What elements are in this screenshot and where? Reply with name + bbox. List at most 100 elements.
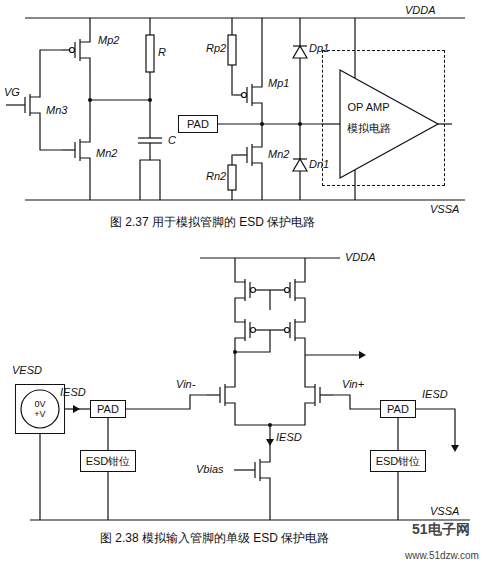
current-arrow	[451, 445, 459, 452]
pad-box: PAD	[380, 400, 416, 418]
signal-label: Rn2	[206, 170, 226, 182]
figure-caption: 图 2.37 用于模拟管脚的 ESD 保护电路	[110, 216, 315, 229]
pmos-symbol	[277, 270, 305, 310]
signal-label: Mn2	[96, 147, 117, 159]
wire-connector	[65, 408, 90, 409]
wire	[304, 350, 305, 375]
wire	[354, 18, 355, 78]
wire	[293, 158, 307, 159]
signal-label: Dp1	[309, 42, 329, 54]
wire	[138, 137, 162, 138]
pad-box: PAD	[178, 115, 218, 133]
node-text: PAD	[97, 403, 119, 416]
signal-label: IESD	[276, 431, 302, 443]
wire	[25, 199, 465, 200]
wire	[416, 409, 455, 445]
resistor-symbol	[228, 35, 236, 65]
watermark: 51电子网	[412, 522, 470, 537]
wire	[25, 17, 465, 18]
pmos-symbol	[277, 310, 305, 350]
signal-label: VDDA	[405, 4, 436, 16]
wire	[305, 354, 360, 355]
signal-label: Vin-	[176, 378, 195, 390]
pad-box: ESD钳位	[80, 450, 136, 472]
wire	[90, 99, 150, 100]
wire	[333, 395, 380, 409]
pmos-symbol	[234, 75, 262, 115]
current-arrow	[359, 351, 366, 359]
wire	[40, 50, 62, 85]
wire	[269, 425, 270, 450]
signal-label: Vbias	[196, 463, 224, 475]
wire	[354, 170, 355, 200]
wire	[234, 350, 235, 375]
wire	[30, 519, 470, 520]
esd-source: 0V+V	[15, 384, 65, 434]
current-arrow	[266, 439, 274, 446]
wire	[107, 472, 108, 520]
wire	[234, 258, 235, 270]
signal-label: Mn3	[46, 104, 67, 116]
wire	[269, 490, 270, 520]
wire-connector	[107, 418, 108, 450]
wire	[6, 104, 12, 105]
node-text: +V	[34, 409, 45, 419]
signal-label: Vin+	[342, 378, 364, 390]
signal-label: C	[168, 134, 176, 146]
signal-label: VSSA	[430, 505, 459, 517]
wire	[126, 395, 207, 409]
wire	[234, 469, 242, 470]
wire	[261, 175, 262, 200]
opamp-symbol	[340, 70, 438, 178]
wire	[150, 160, 160, 200]
pmos-symbol	[235, 270, 263, 310]
wire	[89, 18, 90, 30]
wire	[89, 170, 90, 200]
wire	[231, 18, 232, 35]
wire	[397, 472, 398, 520]
signal-label: VDDA	[345, 251, 376, 263]
signal-label: IESD	[422, 388, 448, 400]
nmos-symbol	[242, 450, 270, 490]
wire	[40, 125, 62, 150]
signal-label: Rp2	[206, 42, 226, 54]
wire	[232, 65, 234, 95]
figure-caption: 图 2.38 模拟输入管脚的单级 ESD 保护电路	[100, 532, 329, 545]
wire	[304, 258, 305, 270]
pad-box: PAD	[90, 400, 126, 418]
nmos-symbol	[305, 375, 333, 415]
pad-box: ESD钳位	[370, 450, 426, 472]
nmos-symbol	[234, 135, 262, 175]
wire	[261, 18, 262, 75]
nmos-symbol	[207, 375, 235, 415]
wire	[149, 72, 150, 138]
signal-label: Mp1	[268, 77, 289, 89]
signal-label: IESD	[60, 386, 86, 398]
node-text: OP AMP	[348, 101, 390, 114]
signal-label: Mn2	[268, 148, 289, 160]
wire	[39, 434, 40, 520]
signal-label: VESD	[12, 364, 42, 376]
wire	[232, 155, 234, 165]
wire	[299, 18, 300, 124]
signal-label: Dn1	[309, 158, 329, 170]
signal-label: VG	[4, 86, 20, 98]
node-text: ESD钳位	[86, 455, 131, 468]
wire-connector	[218, 123, 322, 124]
resistor-symbol	[228, 165, 236, 190]
wire	[200, 257, 340, 258]
watermark: www.51dzw.com	[405, 550, 479, 561]
wire	[149, 18, 150, 35]
signal-label: VSSA	[430, 203, 459, 215]
wire	[293, 45, 307, 46]
diode-symbol	[293, 46, 307, 58]
pmos-symbol	[235, 310, 263, 350]
wire	[231, 190, 232, 200]
wire	[438, 123, 452, 124]
junction-dot	[148, 98, 152, 102]
node-text: PAD	[387, 403, 409, 416]
wire	[140, 143, 150, 200]
